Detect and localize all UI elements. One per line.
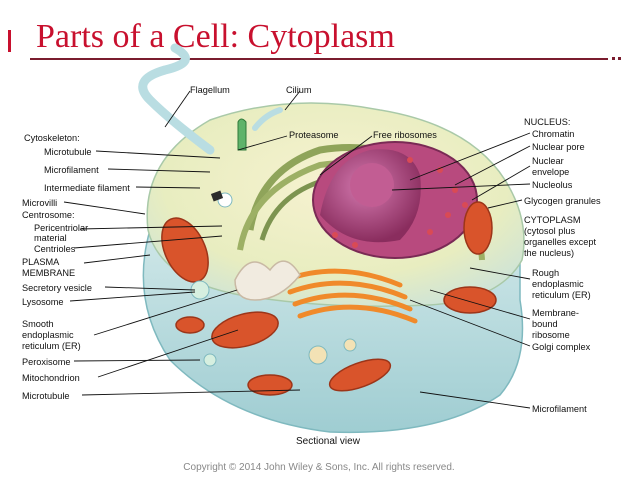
- label-nuclear-pore: Nuclear pore: [532, 142, 585, 152]
- rule-dot: [612, 57, 615, 60]
- label-membrane-bound-1: Membrane-: [532, 308, 579, 318]
- label-microfilament-bottom: Microfilament: [532, 404, 587, 414]
- label-cytoskeleton: Cytoskeleton:: [24, 133, 80, 143]
- label-microvilli: Microvilli: [22, 198, 58, 208]
- label-centrioles: Centrioles: [34, 244, 76, 254]
- copyright-notice: Copyright © 2014 John Wiley & Sons, Inc.…: [183, 462, 455, 473]
- caption-sectional-view: Sectional view: [296, 436, 360, 447]
- label-cytoplasm-2: (cytosol plus: [524, 226, 576, 236]
- label-rough-er-2: endoplasmic: [532, 279, 584, 289]
- nucleolus: [350, 163, 394, 207]
- label-lysosome: Lysosome: [22, 297, 64, 307]
- label-centrosome: Centrosome:: [22, 210, 75, 220]
- label-cilium: Cilium: [286, 85, 312, 95]
- flagellum: [138, 43, 215, 155]
- label-microtubule: Microtubule: [44, 147, 92, 157]
- label-microtubule-bottom: Microtubule: [22, 391, 70, 401]
- label-plasma-2: MEMBRANE: [22, 268, 76, 278]
- label-nuclear-envelope-2: envelope: [532, 167, 570, 177]
- vesicles: [190, 192, 357, 367]
- label-glycogen-granules: Glycogen granules: [524, 196, 601, 206]
- label-microfilament: Microfilament: [44, 165, 99, 175]
- label-golgi-complex: Golgi complex: [532, 342, 591, 352]
- label-mitochondrion: Mitochondrion: [22, 373, 80, 383]
- smooth-er: [234, 260, 301, 301]
- label-nuclear-envelope-1: Nuclear: [532, 156, 564, 166]
- label-chromatin: Chromatin: [532, 129, 575, 139]
- label-plasma-1: PLASMA: [22, 257, 60, 267]
- label-proteasome: Proteasome: [289, 130, 339, 140]
- label-smooth-er-2: endoplasmic: [22, 330, 74, 340]
- rule-dot: [618, 57, 621, 60]
- title-rule: [30, 58, 608, 60]
- label-smooth-er-3: reticulum (ER): [22, 341, 81, 351]
- label-pericentriolar-1: Pericentriolar: [34, 223, 89, 233]
- label-cytoplasm-3: organelles except: [524, 237, 597, 247]
- accent-mark: [8, 30, 11, 52]
- cilium: [252, 107, 283, 131]
- label-cytoplasm-1: CYTOPLASM: [524, 215, 581, 225]
- label-pericentriolar-2: material: [34, 233, 67, 243]
- label-nucleus: NUCLEUS:: [524, 117, 571, 127]
- proteasome-column: [237, 118, 247, 151]
- label-flagellum: Flagellum: [190, 85, 230, 95]
- label-rough-er-3: reticulum (ER): [532, 290, 591, 300]
- centrosome: [210, 190, 224, 202]
- slide-title: Parts of a Cell: Cytoplasm: [36, 18, 395, 55]
- label-cytoplasm-4: the nucleus): [524, 248, 575, 258]
- label-membrane-bound-3: ribosome: [532, 330, 570, 340]
- label-secretory-vesicle: Secretory vesicle: [22, 283, 92, 293]
- label-free-ribosomes: Free ribosomes: [373, 130, 437, 140]
- label-peroxisome: Peroxisome: [22, 357, 71, 367]
- mitochondria: [161, 201, 497, 396]
- label-intermediate-filament: Intermediate filament: [44, 183, 130, 193]
- label-smooth-er-1: Smooth: [22, 319, 54, 329]
- label-rough-er-1: Rough: [532, 268, 560, 278]
- label-membrane-bound-2: bound: [532, 319, 558, 329]
- label-nucleolus: Nucleolus: [532, 180, 573, 190]
